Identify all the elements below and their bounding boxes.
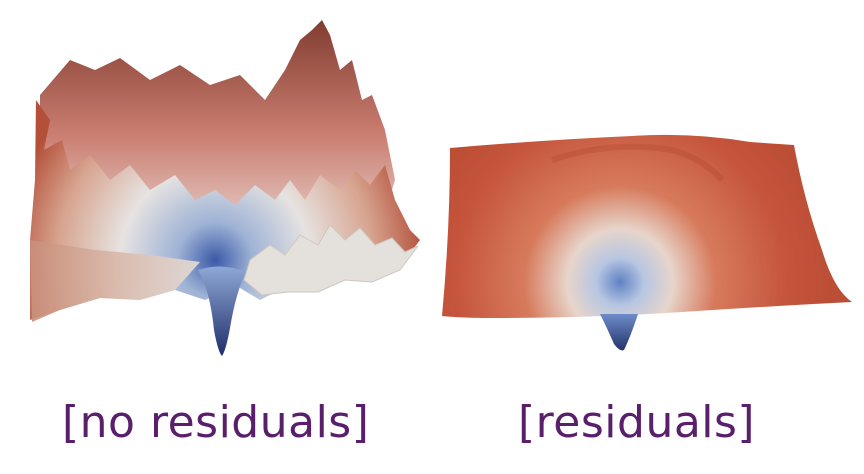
surface-plane — [442, 134, 852, 318]
surface-front-rocks — [243, 224, 419, 296]
loss-surface-no-residuals — [30, 20, 420, 356]
surface-minimum-well — [198, 266, 246, 356]
surface-ridge — [551, 143, 725, 183]
loss-surface-panel-residuals: [residuals] — [432, 0, 864, 474]
loss-surface-panel-no-residuals: [no residuals] — [30, 20, 420, 448]
caption-no-residuals: [no residuals] — [62, 397, 370, 448]
caption-residuals: [residuals] — [518, 397, 756, 448]
surface-left-skirt — [30, 240, 200, 322]
loss-surface-residuals — [442, 134, 852, 351]
surface-minimum-well — [600, 314, 638, 351]
